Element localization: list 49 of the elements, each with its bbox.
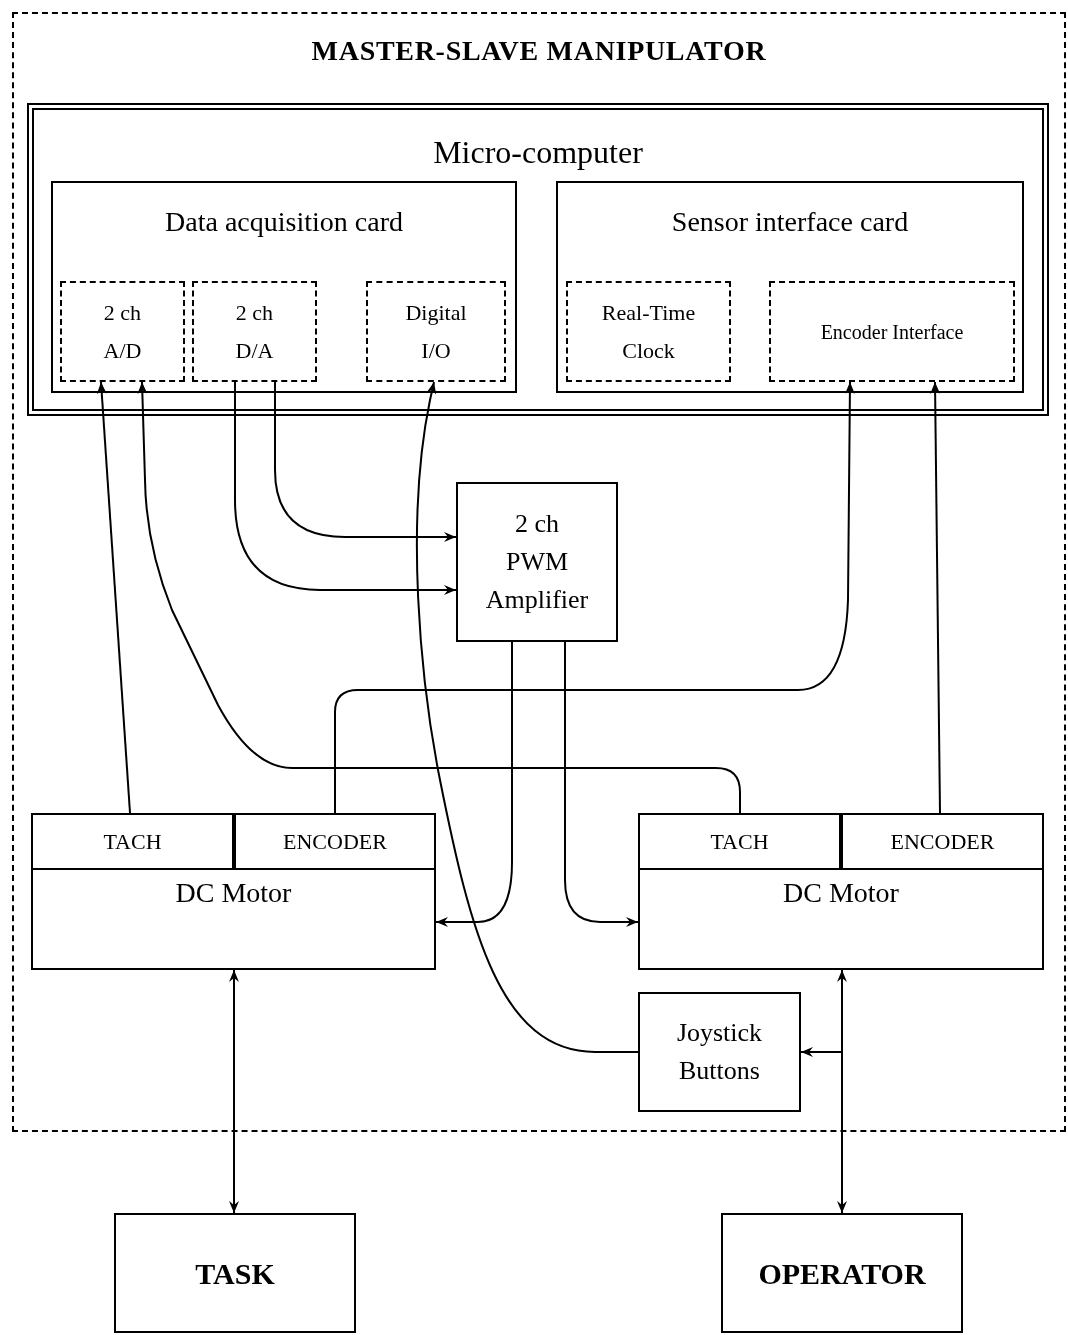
sensor-box (234, 813, 436, 870)
sensor-box (31, 813, 234, 870)
amplifier-box (456, 482, 618, 642)
motor-box (31, 813, 436, 970)
node-label: DC Motor (783, 876, 899, 910)
node-label: Sensor interface card (671, 205, 909, 239)
computer-box (27, 103, 1049, 416)
arrow (930, 381, 941, 814)
node-label: ENCODER (890, 828, 995, 856)
system-boundary (12, 12, 1066, 1132)
module-box (769, 281, 1015, 382)
node-label: TACH (710, 828, 769, 856)
arrow (274, 381, 457, 542)
node-label: OPERATOR (758, 1255, 926, 1292)
joystick-box (638, 992, 801, 1112)
sensor-box (638, 813, 841, 870)
node-label: MASTER-SLAVE MANIPULATOR (311, 34, 767, 68)
operator-box (721, 1213, 963, 1333)
module-box (366, 281, 506, 382)
node-label: Data acquisition card (165, 205, 403, 239)
node-label: Micro-computer (433, 133, 643, 172)
arrow (96, 381, 131, 814)
module-box (60, 281, 185, 382)
node-label: Joystick Buttons (675, 1017, 764, 1087)
arrow (800, 1047, 843, 1214)
node-label: Digital I/O (404, 298, 468, 365)
node-label: 2 ch D/A (234, 298, 275, 365)
module-box (192, 281, 317, 382)
node-label: DC Motor (175, 876, 292, 910)
arrow (137, 381, 741, 814)
card-box (556, 181, 1024, 393)
node-label: 2 ch A/D (102, 298, 143, 365)
arrow (234, 381, 457, 595)
node-label: TASK (195, 1255, 275, 1292)
arrow (564, 641, 639, 927)
node-label: TACH (103, 828, 162, 856)
sensor-box (841, 813, 1044, 870)
card-box (51, 181, 517, 393)
node-label: 2 ch PWM Amplifier (484, 508, 590, 616)
arrow (334, 381, 855, 814)
node-label: Encoder Interface (820, 319, 964, 345)
arrow (435, 641, 513, 927)
module-box (566, 281, 731, 382)
arrow (229, 969, 239, 1214)
motor-box (638, 813, 1044, 970)
task-box (114, 1213, 356, 1333)
node-label: Real-Time Clock (600, 298, 697, 365)
arrow (416, 381, 639, 1053)
node-label: ENCODER (283, 828, 387, 856)
